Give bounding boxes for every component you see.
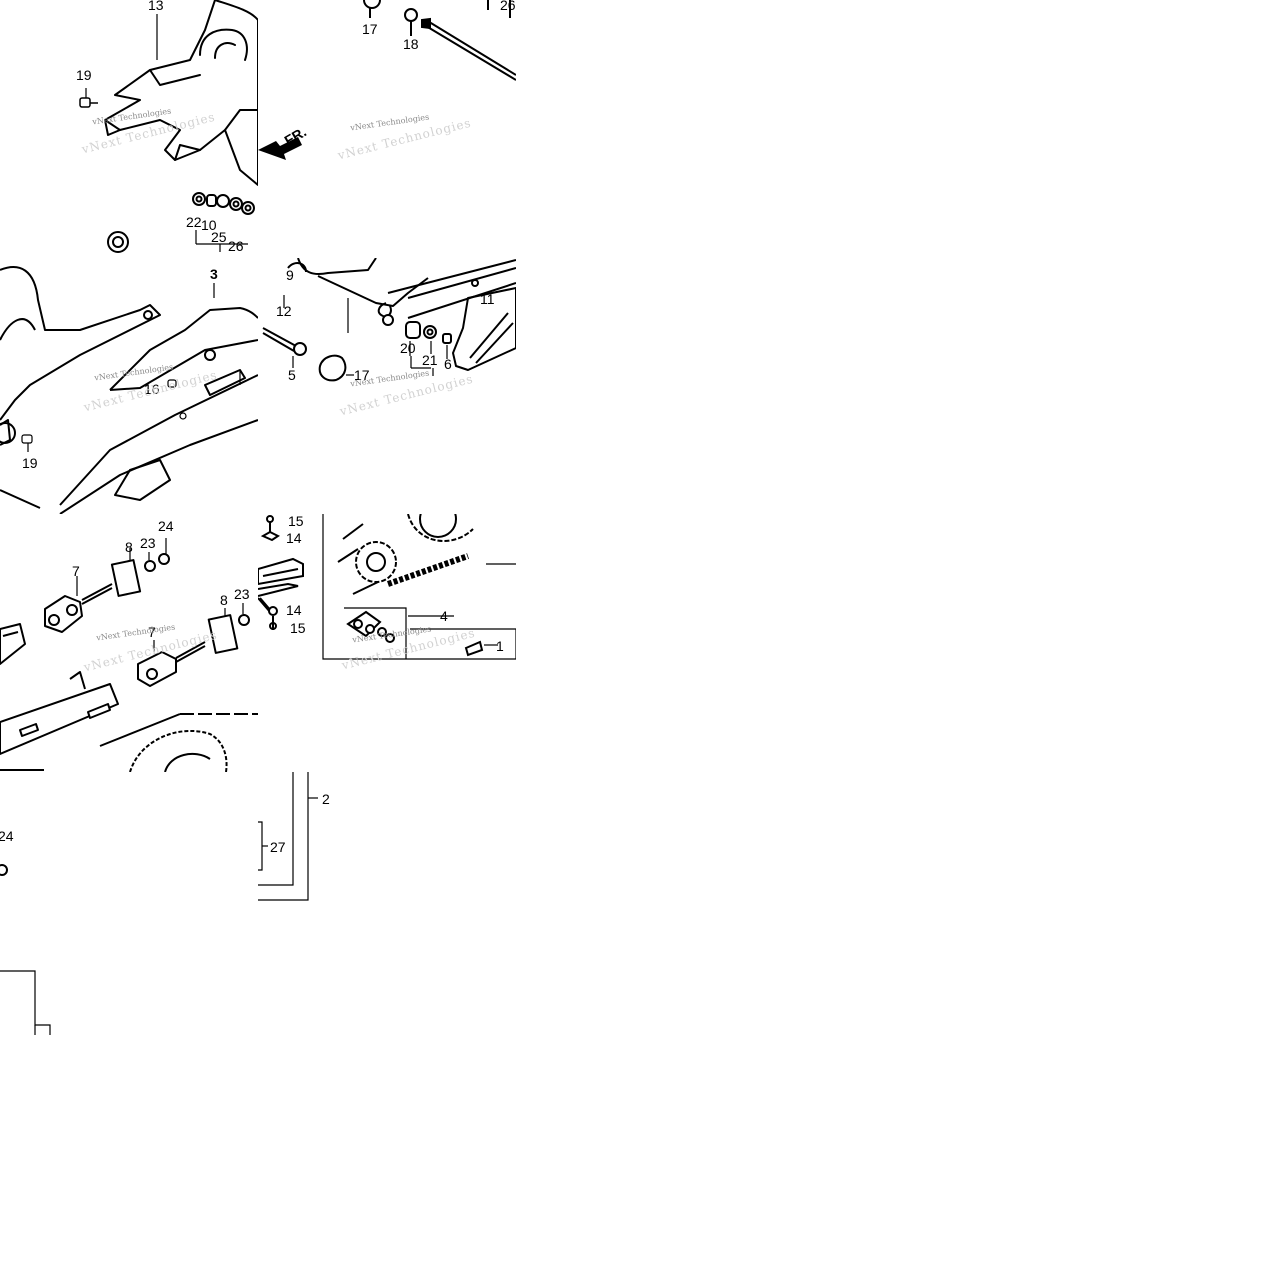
tile-pivot-upper: 17 18 26 FR. vNext Technologies vNext Te… xyxy=(258,0,516,258)
callout-21: 21 xyxy=(422,352,438,368)
chain-adjuster-drawing xyxy=(0,538,258,772)
corner-bracket-drawing xyxy=(0,970,51,1035)
callout-5: 5 xyxy=(288,367,296,383)
callout-19: 19 xyxy=(22,455,38,471)
callout-24: 24 xyxy=(0,828,14,844)
callout-10: 10 xyxy=(201,217,217,233)
callout-18: 18 xyxy=(403,36,419,52)
rear-fender-drawing xyxy=(79,0,258,186)
callout-2: 2 xyxy=(322,791,330,807)
callout-26: 26 xyxy=(228,238,244,254)
callout-17: 17 xyxy=(354,367,370,383)
tile-drive-chain: 15 14 14 15 4 1 vNext Technologies vNext… xyxy=(258,514,516,772)
callout-15: 15 xyxy=(290,620,306,636)
pivot-bolt-drawing xyxy=(258,0,516,160)
tile-chain-adjusters: 24 23 8 7 7 8 23 vNext Technologies vNex… xyxy=(0,514,258,772)
drive-chain-drawing xyxy=(258,514,516,660)
callout-8: 8 xyxy=(220,592,228,608)
callout-16: 16 xyxy=(144,381,160,397)
callout-6: 6 xyxy=(444,356,452,372)
swingarm-pivot-drawing xyxy=(262,258,516,382)
callout-23: 23 xyxy=(140,535,156,551)
callout-22: 22 xyxy=(186,214,202,230)
callout-24: 24 xyxy=(158,518,174,534)
callout-23: 23 xyxy=(234,586,250,602)
tile-swingarm-pivot: 9 12 11 5 17 20 21 6 vNext Technologies … xyxy=(258,258,516,516)
bracket-drawing xyxy=(258,772,318,901)
callout-17: 17 xyxy=(362,21,378,37)
callout-11: 11 xyxy=(480,291,495,307)
tile-bottom-right: 2 27 xyxy=(258,772,516,902)
callout-15: 15 xyxy=(288,514,304,529)
callout-7: 7 xyxy=(148,624,156,640)
chain-guard-drawing xyxy=(0,192,258,514)
callout-20: 20 xyxy=(400,340,416,356)
callout-7: 7 xyxy=(72,563,80,579)
callout-4: 4 xyxy=(440,608,448,624)
callout-8: 8 xyxy=(125,539,133,555)
callout-27: 27 xyxy=(270,839,286,855)
bottom-left-drawing xyxy=(0,864,8,876)
callout-13: 13 xyxy=(148,0,164,13)
callout-1: 1 xyxy=(496,638,504,654)
tile-corner-fragment xyxy=(0,965,258,1035)
callout-14: 14 xyxy=(286,530,302,546)
callout-12: 12 xyxy=(276,303,292,319)
tile-bottom-left: 24 xyxy=(0,772,258,902)
callout-25: 25 xyxy=(211,229,227,245)
callout-19: 19 xyxy=(76,67,92,83)
callout-14: 14 xyxy=(286,602,302,618)
callout-3: 3 xyxy=(210,266,218,282)
callout-9: 9 xyxy=(286,267,294,283)
callout-26: 26 xyxy=(500,0,516,13)
tile-swingarm-chain-guard: 22 10 25 26 3 16 19 vNext Technologies v… xyxy=(0,190,258,514)
